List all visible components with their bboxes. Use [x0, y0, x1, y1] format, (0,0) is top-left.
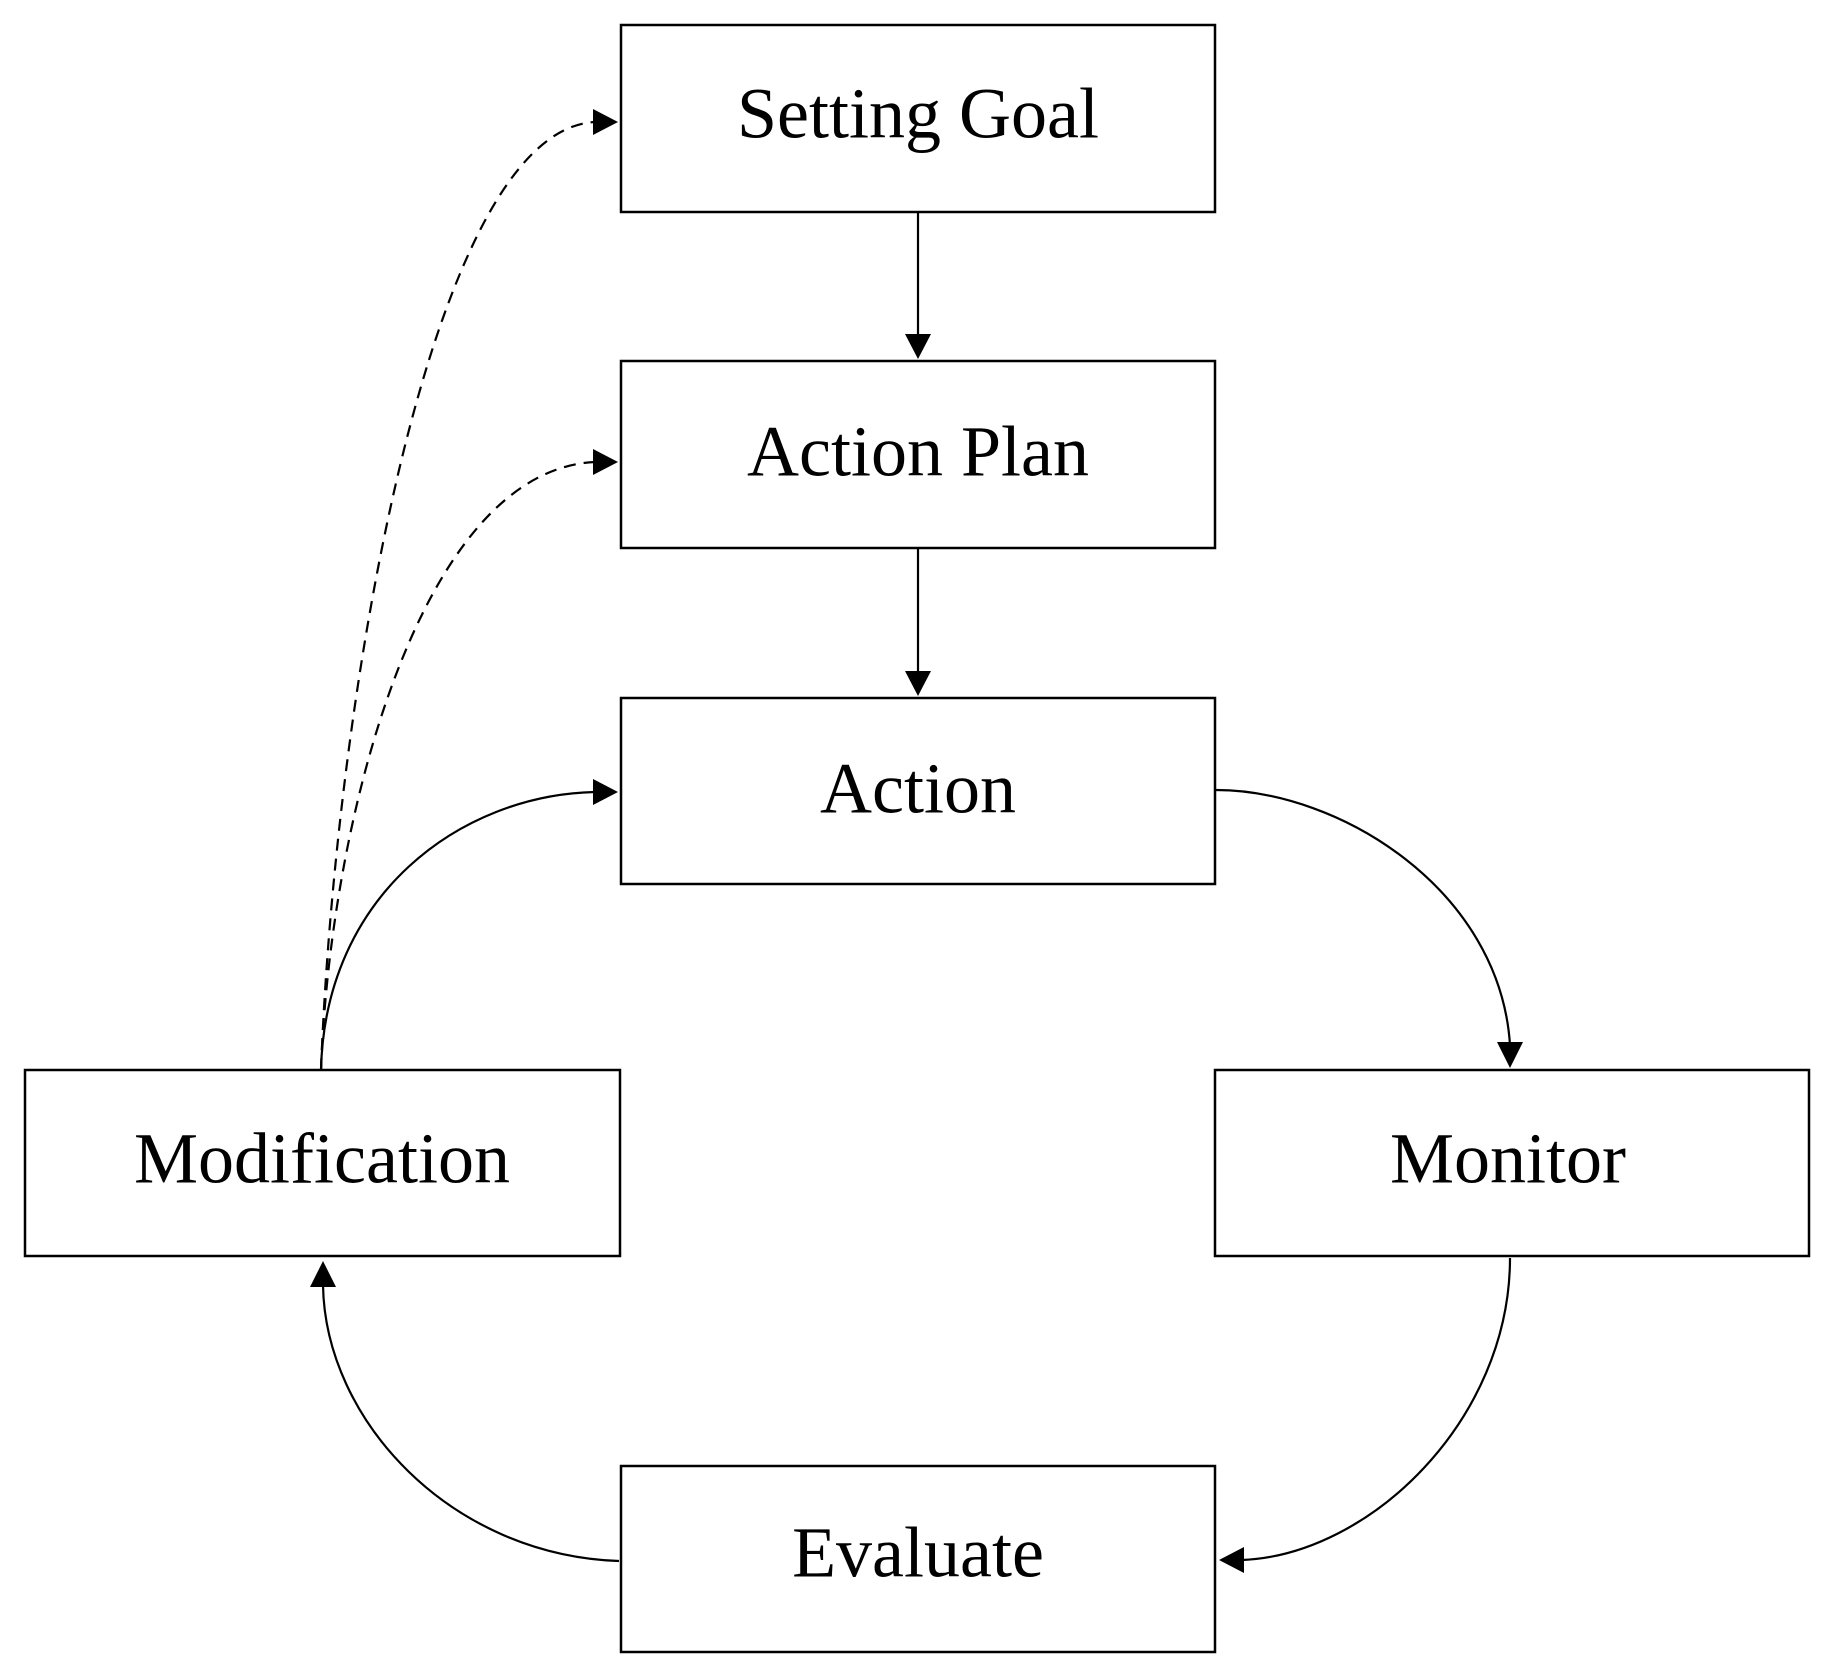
arrowhead-modification: [310, 1261, 336, 1287]
arrowhead-action-plan-from-modification: [593, 449, 618, 475]
node-monitor-label: Monitor: [1390, 1119, 1626, 1199]
node-setting-goal-box: [619, 23, 1217, 214]
arrowhead-action-from-modification: [593, 779, 618, 805]
node-action-plan-box: [619, 359, 1217, 550]
node-action: Action: [619, 696, 1217, 886]
node-monitor: Monitor: [1213, 1068, 1811, 1258]
arrowhead-evaluate: [1219, 1547, 1244, 1573]
edges: [310, 109, 1523, 1573]
nodes: Setting Goal Action Plan Action Modifica…: [23, 23, 1811, 1654]
edge-modification-to-action: [319, 790, 596, 1071]
node-setting-goal: Setting Goal: [619, 23, 1217, 214]
arrowhead-action: [905, 671, 931, 696]
node-modification-label: Modification: [134, 1119, 510, 1199]
edge-modification-to-setting-goal: [319, 120, 596, 1071]
node-evaluate-label: Evaluate: [792, 1513, 1044, 1593]
node-monitor-box: [1213, 1068, 1811, 1258]
node-modification-box: [23, 1068, 622, 1258]
arrowhead-action-plan: [905, 334, 931, 359]
node-setting-goal-label: Setting Goal: [737, 74, 1099, 154]
node-action-label: Action: [820, 749, 1016, 829]
edge-monitor-to-evaluate: [1241, 1257, 1512, 1562]
edge-action-to-monitor: [1215, 788, 1512, 1046]
node-action-plan-label: Action Plan: [747, 412, 1089, 492]
node-evaluate-box: [619, 1464, 1217, 1654]
node-evaluate: Evaluate: [619, 1464, 1217, 1654]
arrowhead-setting-goal-from-modification: [593, 109, 618, 135]
arrowhead-monitor: [1497, 1042, 1523, 1068]
edge-modification-to-action-plan: [319, 460, 596, 1071]
node-modification: Modification: [23, 1068, 622, 1258]
node-action-plan: Action Plan: [619, 359, 1217, 550]
edge-evaluate-to-modification: [321, 1284, 620, 1563]
node-action-box: [619, 696, 1217, 886]
